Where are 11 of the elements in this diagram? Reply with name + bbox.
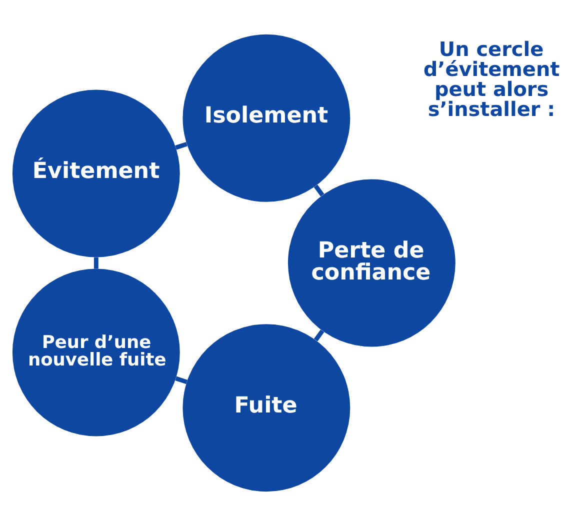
node-circle: Isolement <box>182 34 350 202</box>
node-circle: Évitement <box>12 90 180 258</box>
connector <box>94 257 98 269</box>
connector <box>175 142 188 150</box>
label: Un cercle d’évitement peut alors s’installer : <box>423 37 560 121</box>
connector <box>175 376 188 384</box>
node-circle: Perte de confiance <box>288 179 456 347</box>
node-circle: Peur d’une nouvelle fuite <box>12 268 180 436</box>
node-circle: Fuite <box>182 324 350 492</box>
connector <box>314 184 324 196</box>
connector <box>314 329 324 342</box>
